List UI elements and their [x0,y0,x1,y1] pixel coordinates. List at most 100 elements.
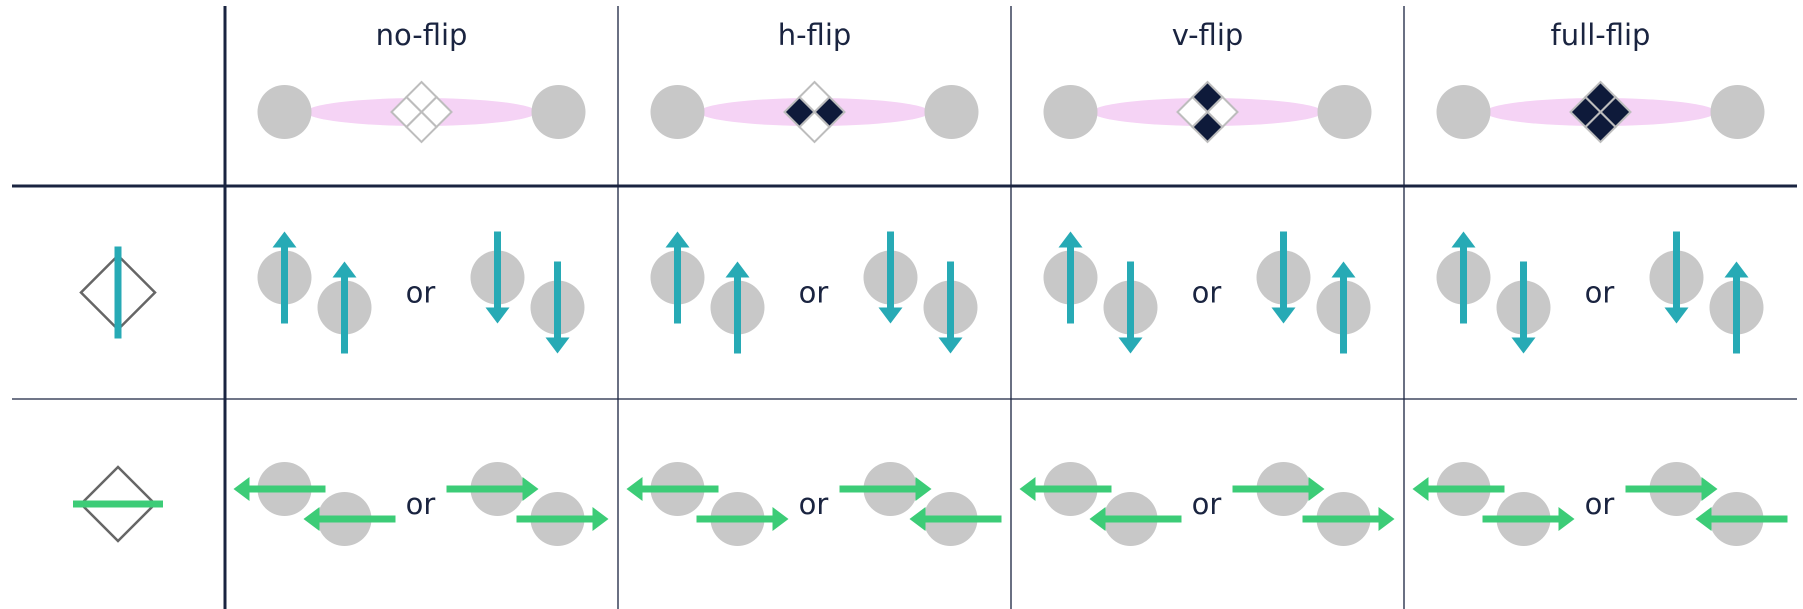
left-node-pair [257,231,372,354]
arrow-down [1271,231,1296,324]
arrow-head [1271,307,1296,324]
arrow-down [1664,231,1689,324]
cell-row0-col0: or [257,231,585,354]
column-header-label: v-flip [1172,18,1244,52]
arrow-up [272,231,297,324]
arrow-right [1482,507,1575,531]
arrow-left [1089,507,1182,531]
column-header-label: h-flip [778,18,852,52]
right-node-pair [446,462,609,546]
arrow-left [1019,477,1112,501]
right-node-pair [839,462,1002,546]
arrow-head [1511,337,1536,354]
arrow-head [626,477,643,501]
left-node-pair [1412,462,1575,546]
arrow-head [1019,477,1036,501]
arrow-head [1558,507,1575,531]
column-header-no-flip: no-flip [257,18,586,144]
cell-row0-col1: or [650,231,978,354]
arrow-head [1118,337,1143,354]
arrow-down [1118,261,1143,354]
node-circle [1710,85,1765,139]
arrow-up [332,261,357,354]
node-circle [257,85,312,139]
arrow-head [938,337,963,354]
arrow-right [516,507,609,531]
left-node-pair [1043,231,1158,354]
arrow-right [696,507,789,531]
arrow-head [1089,507,1106,531]
node-circle [531,85,586,139]
arrow-head [1308,477,1325,501]
arrow-head [303,507,320,531]
diamond-with-horizontal-bar-icon [73,465,163,543]
arrow-head [772,507,789,531]
arrow-head [909,507,926,531]
column-header-full-flip: full-flip [1436,18,1765,144]
arrow-up [725,261,750,354]
arrow-up [1058,231,1083,324]
right-node-pair [1232,462,1395,546]
arrow-right [1625,477,1718,501]
cell-row1-col3: or [1412,462,1788,546]
right-node-pair [1649,231,1764,354]
row-symbols [73,246,163,543]
arrow-head [485,307,510,324]
arrow-head [1451,231,1476,248]
arrow-head [545,337,570,354]
right-node-pair [863,231,978,354]
plaquette-bottom-filled [1191,110,1224,144]
arrow-left [1412,477,1505,501]
arrow-head [1058,231,1083,248]
table-grid [12,6,1797,609]
or-label: or [1585,276,1615,310]
or-label: or [799,487,829,521]
arrow-up [1451,231,1476,324]
plaquette-bottom-empty [405,110,438,144]
arrow-head [1331,261,1356,278]
right-node-pair [1256,231,1371,354]
cell-row1-col0: or [233,462,609,546]
or-label: or [1192,487,1222,521]
table-cells: or or or or or or or or [233,231,1788,546]
node-circle [924,85,979,139]
arrow-left [233,477,326,501]
arrow-down [485,231,510,324]
arrow-left [626,477,719,501]
column-header-label: no-flip [376,18,468,52]
left-node-pair [1019,462,1182,546]
arrow-head [1664,307,1689,324]
left-node-pair [1436,231,1551,354]
diamond-with-vertical-bar-icon [79,246,157,339]
arrow-head [272,231,297,248]
arrow-left [909,507,1002,531]
column-header-v-flip: v-flip [1043,18,1372,144]
arrow-right [1302,507,1395,531]
node-circle [650,85,705,139]
plaquette-bottom-empty [798,110,831,144]
arrow-right [1232,477,1325,501]
column-header-label: full-flip [1551,18,1651,52]
or-label: or [1192,276,1222,310]
right-node-pair [1625,462,1788,546]
cell-row0-col3: or [1436,231,1764,354]
arrow-head [1724,261,1749,278]
or-label: or [799,276,829,310]
node-circle [1043,85,1098,139]
left-node-pair [650,231,765,354]
arrow-head [725,261,750,278]
plaquette-bottom-filled [1584,110,1617,144]
arrow-up [1331,261,1356,354]
arrow-head [332,261,357,278]
arrow-left [1695,507,1788,531]
node-circle [1317,85,1372,139]
arrow-head [522,477,539,501]
arrow-down [1511,261,1536,354]
cell-row1-col1: or [626,462,1002,546]
arrow-head [878,307,903,324]
column-headers: no-flip h-flip v-flip full-flip [257,18,1765,144]
arrow-head [1695,507,1712,531]
left-node-pair [626,462,789,546]
cell-row1-col2: or [1019,462,1395,546]
